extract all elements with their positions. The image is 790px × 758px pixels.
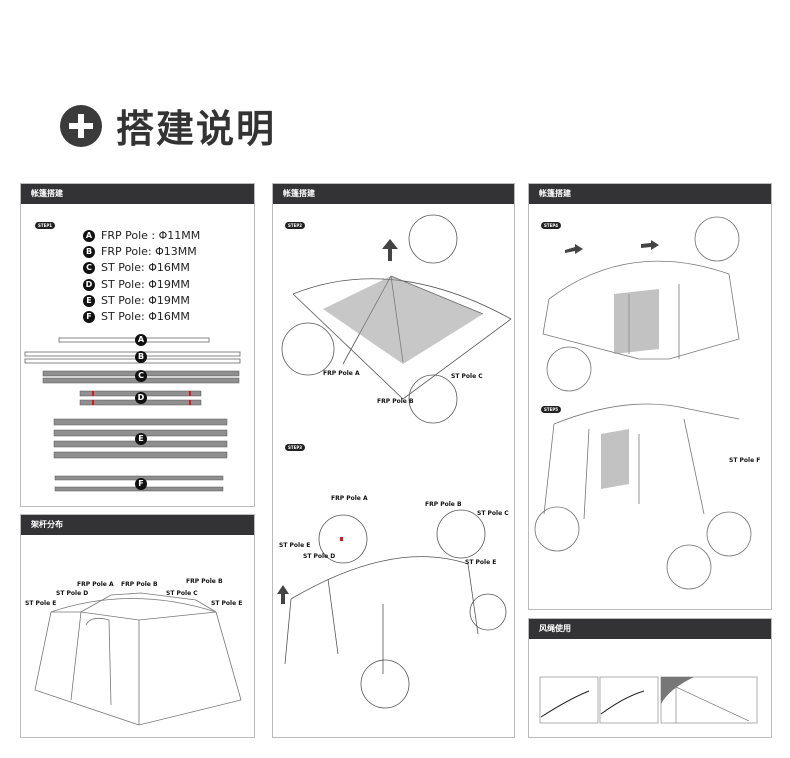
- panel-step4-5: 帐篷搭建 STEP4 STEP5 ST Pole F: [528, 183, 772, 610]
- spec-text: ST Pole: Φ19MM: [101, 278, 190, 291]
- pole-key-badge: D: [83, 278, 95, 291]
- panel-header: 帐篷搭建: [529, 184, 771, 204]
- step3-label-st-d: ST Pole D: [303, 553, 336, 560]
- tent-frame-illustration: [34, 592, 242, 726]
- step3-label-st-e-left: ST Pole E: [279, 542, 311, 549]
- panel-header: 帐篷搭建: [21, 184, 254, 204]
- label-frp-a: FRP Pole A: [77, 581, 114, 588]
- panel-header: 风绳使用: [529, 619, 771, 639]
- step2-label-frp-b: FRP Pole B: [377, 398, 414, 405]
- spec-row: D ST Pole: Φ19MM: [83, 278, 190, 291]
- pole-a-key: A: [135, 334, 147, 346]
- spec-row: E ST Pole: Φ19MM: [83, 294, 190, 307]
- plus-circle-icon: [60, 104, 102, 147]
- spec-text: ST Pole: Φ16MM: [101, 261, 190, 274]
- spec-row: C ST Pole: Φ16MM: [83, 261, 190, 274]
- pole-b-key: B: [135, 351, 147, 363]
- label-st-e-left: ST Pole E: [25, 600, 57, 607]
- panel-guy-rope: 风绳使用: [528, 618, 772, 738]
- step4-5-illustration: [534, 216, 752, 590]
- pole-key-badge: C: [83, 261, 95, 274]
- step2-label-st-c: ST Pole C: [451, 373, 483, 380]
- spec-text: ST Pole: Φ19MM: [101, 294, 190, 307]
- step3-label-frp-a: FRP Pole A: [331, 495, 368, 502]
- pole-key-badge: E: [83, 294, 95, 307]
- step5-label-st-f: ST Pole F: [729, 457, 761, 464]
- step-badge: STEP4: [541, 222, 562, 229]
- spec-row: A FRP Pole : Φ11MM: [83, 229, 200, 242]
- step-badge: STEP5: [541, 406, 562, 413]
- step-badge: STEP1: [35, 222, 56, 229]
- page-title-text: 搭建说明: [116, 107, 277, 151]
- spec-text: ST Pole: Φ16MM: [101, 310, 190, 323]
- spec-text: FRP Pole : Φ11MM: [101, 229, 201, 242]
- step-badge: STEP3: [285, 444, 306, 451]
- step3-label-st-c: ST Pole C: [477, 510, 509, 517]
- pole-d-key: D: [135, 392, 147, 404]
- panel-step1: 帐篷搭建 STEP1 A FRP Pole : Φ11MM B FRP Pole: …: [20, 183, 255, 507]
- pole-key-badge: A: [83, 229, 95, 242]
- page-title: 搭建说明: [60, 98, 276, 153]
- spec-text: FRP Pole: Φ13MM: [101, 245, 197, 258]
- label-st-e-right: ST Pole E: [211, 600, 243, 607]
- pole-key-badge: F: [83, 310, 95, 323]
- label-frp-b2: FRP Pole B: [186, 578, 223, 585]
- panel-pole-distribution: 架杆分布 FRP Pole A FRP Pole B FRP Pole B ST…: [20, 514, 255, 738]
- guy-rope-illustration: [539, 676, 758, 724]
- step3-label-st-e-right: ST Pole E: [465, 559, 497, 566]
- step-badge: STEP2: [285, 222, 306, 229]
- label-st-d: ST Pole D: [56, 590, 89, 597]
- label-st-c: ST Pole C: [166, 590, 198, 597]
- panel-header: 帐篷搭建: [273, 184, 514, 204]
- pole-c-key: C: [135, 370, 147, 382]
- panel-header: 架杆分布: [21, 515, 254, 535]
- spec-row: F ST Pole: Φ16MM: [83, 310, 190, 323]
- step2-label-frp-a: FRP Pole A: [323, 370, 360, 377]
- pole-f-key: F: [135, 478, 147, 490]
- spec-row: B FRP Pole: Φ13MM: [83, 245, 197, 258]
- panel-step2-3: 帐篷搭建 STEP2 FRP Pole A ST Pole C FRP Pole…: [272, 183, 515, 738]
- step2-illustration: [277, 214, 512, 709]
- label-frp-b: FRP Pole B: [121, 581, 158, 588]
- pole-e-key: E: [135, 433, 147, 445]
- pole-key-badge: B: [83, 245, 95, 258]
- step3-label-frp-b: FRP Pole B: [425, 501, 462, 508]
